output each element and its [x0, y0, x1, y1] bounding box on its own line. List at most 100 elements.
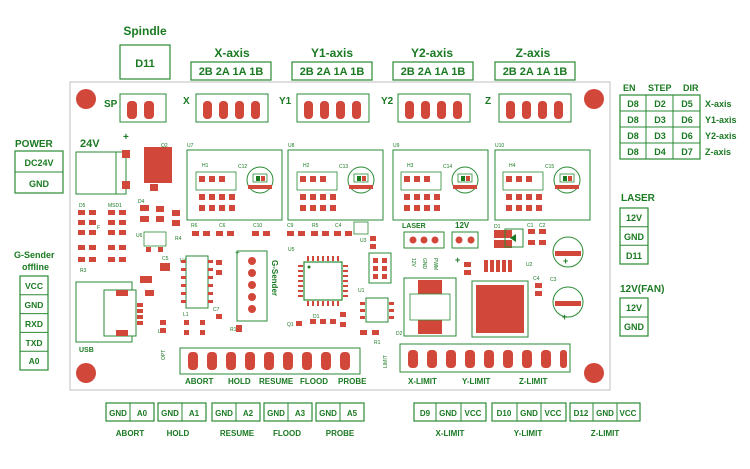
svg-text:C7: C7 [213, 307, 220, 313]
svg-text:Y-LIMIT: Y-LIMIT [514, 429, 543, 438]
axis-title: Y1-axis [311, 46, 353, 60]
svg-text:ABORT: ABORT [116, 429, 145, 438]
svg-text:RXD: RXD [25, 319, 43, 329]
svg-text:D5: D5 [79, 203, 86, 209]
svg-text:U10: U10 [495, 143, 504, 149]
u2-area: U2 C4 [464, 260, 542, 296]
svg-text:D8: D8 [627, 147, 639, 157]
driver-u7: U7 H1 C12 [186, 143, 283, 221]
svg-text:D12: D12 [574, 409, 589, 418]
svg-text:D5: D5 [681, 99, 693, 109]
svg-text:+: + [563, 256, 568, 266]
svg-text:RESUME: RESUME [220, 429, 255, 438]
svg-text:A0: A0 [137, 409, 148, 418]
svg-text:+: + [455, 255, 460, 265]
gsender-header: + G-Sender [235, 248, 279, 322]
svg-text:C14: C14 [443, 164, 452, 170]
svg-text:TXD: TXD [26, 338, 43, 348]
bottom-flood-table: GND A3 FLOOD [263, 402, 313, 438]
svg-text:Z-LIMIT: Z-LIMIT [519, 377, 548, 386]
power-panel: POWER DC24V GND [14, 139, 64, 194]
svg-text:12V: 12V [455, 221, 470, 230]
opt-header: OPT ABORT HOLD RESUME FLOOD PROBE [161, 347, 367, 386]
spindle-box [119, 44, 171, 80]
svg-text:R11: R11 [230, 327, 239, 333]
svg-text:U2: U2 [526, 262, 533, 268]
svg-text:R5: R5 [312, 223, 319, 229]
svg-text:Z-LIMIT: Z-LIMIT [591, 429, 620, 438]
svg-text:C9: C9 [287, 223, 294, 229]
axis-pins: 2B 2A 1A 1B [401, 66, 466, 78]
sp-label: SP [104, 99, 118, 110]
axis-x-header: X-axis 2B 2A 1A 1B [190, 46, 272, 81]
diode-d1: D1 C1 C2 [494, 223, 546, 248]
svg-text:GND: GND [520, 409, 538, 418]
bottom-xlimit-table: D9 GND VCC X-LIMIT [413, 402, 487, 438]
svg-text:A3: A3 [295, 409, 306, 418]
axis-y1-connector: Y1 [279, 93, 370, 123]
svg-text:D7: D7 [681, 147, 693, 157]
svg-text:R1: R1 [374, 340, 381, 346]
svg-text:PROBE: PROBE [338, 377, 367, 386]
pin-map-table: EN STEP DIR D8 D2 D5 X-axis D8 D3 D6 Y1-… [619, 83, 737, 160]
svg-text:FLOOD: FLOOD [300, 377, 328, 386]
svg-text:U6: U6 [136, 233, 143, 239]
svg-text:MSD1: MSD1 [108, 203, 122, 209]
svg-text:U9: U9 [393, 143, 400, 149]
svg-text:C10: C10 [253, 223, 262, 229]
svg-text:12V: 12V [410, 258, 416, 268]
usb-connector: USB [75, 281, 143, 354]
svg-text:F: F [97, 225, 100, 231]
axis-y1-header: Y1-axis 2B 2A 1A 1B [291, 46, 373, 81]
svg-text:GND: GND [319, 409, 337, 418]
svg-text:D6: D6 [681, 131, 693, 141]
svg-text:12V(FAN): 12V(FAN) [620, 284, 664, 295]
svg-text:RESUME: RESUME [259, 377, 294, 386]
spindle-title: Spindle [123, 24, 167, 38]
svg-text:12V: 12V [626, 303, 642, 313]
svg-text:D2: D2 [654, 99, 666, 109]
sp-connector: + [119, 93, 167, 143]
svg-text:U5: U5 [288, 247, 295, 253]
bottom-resume-table: GND A2 RESUME [211, 402, 261, 438]
bottom-hold-table: GND A1 HOLD [157, 402, 207, 438]
svg-text:Z: Z [485, 96, 491, 107]
svg-text:PROBE: PROBE [326, 429, 355, 438]
svg-text:ABORT: ABORT [185, 377, 214, 386]
gsender-label: G-Sender [270, 260, 279, 296]
q2-transistor [144, 147, 172, 183]
svg-text:D8: D8 [627, 131, 639, 141]
svg-text:H3: H3 [407, 163, 414, 169]
svg-text:12V: 12V [626, 213, 642, 223]
bottom-abort-table: GND A0 ABORT [105, 402, 155, 438]
svg-text:Y-LIMIT: Y-LIMIT [462, 377, 491, 386]
svg-text:A2: A2 [243, 409, 254, 418]
svg-text:DC24V: DC24V [24, 158, 53, 168]
svg-text:D6: D6 [681, 115, 693, 125]
svg-text:G-Sender: G-Sender [14, 250, 55, 260]
svg-text:U8: U8 [288, 143, 295, 149]
svg-text:Y2: Y2 [381, 96, 394, 107]
axis-title: Y2-axis [411, 46, 453, 60]
svg-text:C1: C1 [527, 223, 534, 229]
svg-text:C15: C15 [545, 164, 554, 170]
svg-text:Q1: Q1 [287, 322, 294, 328]
mid-smd-parts: R6 C6 C10 C9 R5 C4 U3 [191, 221, 376, 249]
svg-text:C12: C12 [238, 164, 247, 170]
svg-text:GND: GND [29, 179, 50, 189]
left-smd-parts: D5 MSD1 F R3 D4 U6 R4 [78, 199, 182, 274]
svg-text:Y1: Y1 [279, 96, 292, 107]
svg-text:OPT: OPT [161, 350, 167, 360]
svg-text:HOLD: HOLD [228, 377, 251, 386]
svg-text:U1: U1 [358, 288, 365, 294]
svg-text:C6: C6 [219, 223, 226, 229]
svg-text:Q2: Q2 [161, 143, 168, 149]
svg-text:EN: EN [623, 83, 636, 93]
svg-text:C4: C4 [335, 223, 342, 229]
svg-text:U7: U7 [187, 143, 194, 149]
ic-u4: U4 C5 C7 [160, 255, 222, 319]
axis-pins: 2B 2A 1A 1B [199, 66, 264, 78]
svg-text:C13: C13 [339, 164, 348, 170]
v24-label: 24V [80, 138, 100, 150]
power-title: POWER [15, 139, 54, 150]
